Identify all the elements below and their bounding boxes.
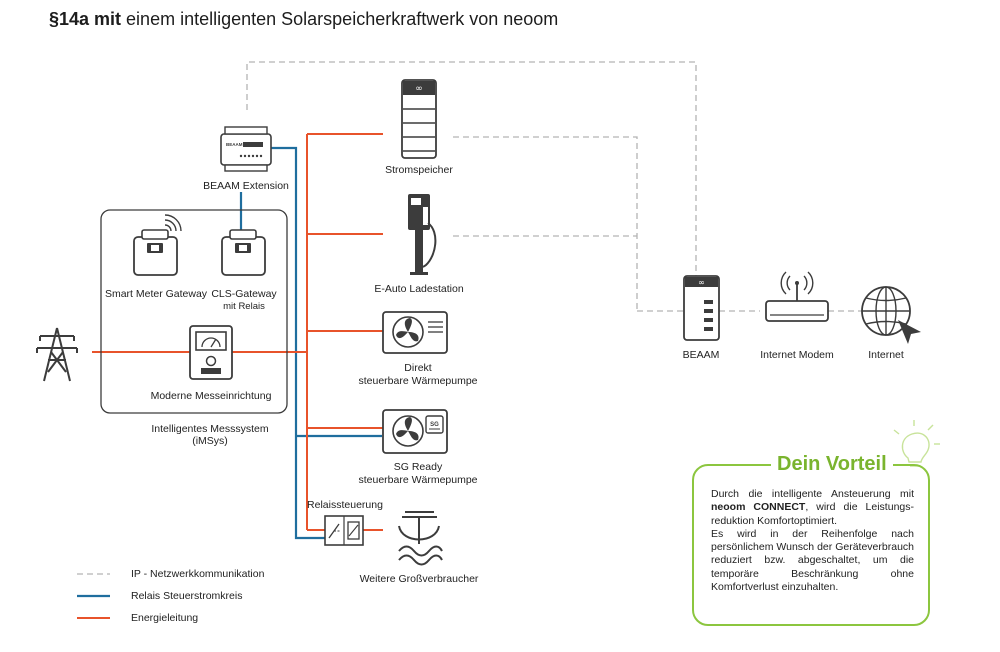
label-sgready-line2: steuerbare Wärmepumpe: [358, 474, 478, 486]
beaam-device-icon: ∞: [683, 275, 720, 341]
beaam-extension-icon: BEAAM: [220, 126, 272, 172]
heat-pump-sg-ready-icon: SG: [382, 409, 448, 454]
label-internet-modem: Internet Modem: [760, 349, 834, 361]
label-grossverbraucher: Weitere Großverbraucher: [359, 573, 479, 585]
large-consumer-icon: [398, 511, 443, 566]
imsys-frame: [100, 209, 288, 414]
relay-control-icon: [324, 515, 364, 546]
svg-text:SG: SG: [430, 422, 439, 428]
label-imsys-line1: Intelligentes Messsystem: [151, 423, 269, 435]
ev-charger-icon: [408, 194, 437, 275]
advantage-text: Durch die intelligente Ansteuerung mit n…: [711, 488, 914, 594]
energy-lines: [92, 133, 383, 531]
label-cls-gateway-sub: mit Relais: [223, 301, 265, 312]
label-relaissteuerung: Relaissteuerung: [307, 499, 383, 511]
label-imsys-line2: (iMSys): [192, 435, 228, 447]
label-moderne-messeinrichtung: Moderne Messeinrichtung: [150, 390, 272, 402]
label-direkt-line2: steuerbare Wärmepumpe: [358, 375, 478, 387]
label-eauto: E-Auto Ladestation: [374, 283, 464, 295]
label-smart-meter-gateway: Smart Meter Gateway: [104, 288, 208, 300]
label-cls-gateway: CLS-Gateway: [211, 288, 277, 300]
legend-relay: Relais Steuerstromkreis: [131, 590, 243, 602]
label-internet: Internet: [868, 349, 904, 361]
svg-text:BEAAM: BEAAM: [226, 142, 243, 147]
svg-text:∞: ∞: [415, 84, 423, 94]
page-title: §14a mit einem intelligenten Solarspeich…: [49, 9, 559, 29]
ip-network-lines: [246, 61, 862, 312]
battery-storage-icon: ∞: [401, 79, 437, 159]
label-beaam-extension: BEAAM Extension: [203, 180, 289, 192]
cls-gateway-icon: [221, 229, 266, 276]
svg-text:∞: ∞: [698, 278, 705, 287]
legend-ip: IP - Netzwerkkommunikation: [131, 568, 265, 580]
modern-meter-icon: [189, 325, 233, 380]
power-tower-icon: [36, 327, 78, 382]
lightbulb-icon: [893, 420, 940, 467]
heat-pump-direct-icon: [382, 311, 448, 354]
label-sgready-line1: SG Ready: [393, 461, 443, 473]
globe-icon: [861, 286, 921, 344]
legend-swatches: [77, 573, 110, 619]
label-direkt-line1: Direkt: [404, 362, 432, 374]
label-stromspeicher: Stromspeicher: [385, 164, 453, 176]
label-beaam: BEAAM: [682, 349, 720, 361]
legend-energy: Energieleitung: [131, 612, 199, 624]
router-icon: [765, 271, 829, 322]
advantage-title: Dein Vorteil: [771, 453, 893, 476]
relay-lines: [239, 146, 382, 540]
smart-meter-gateway-icon: [133, 214, 182, 276]
